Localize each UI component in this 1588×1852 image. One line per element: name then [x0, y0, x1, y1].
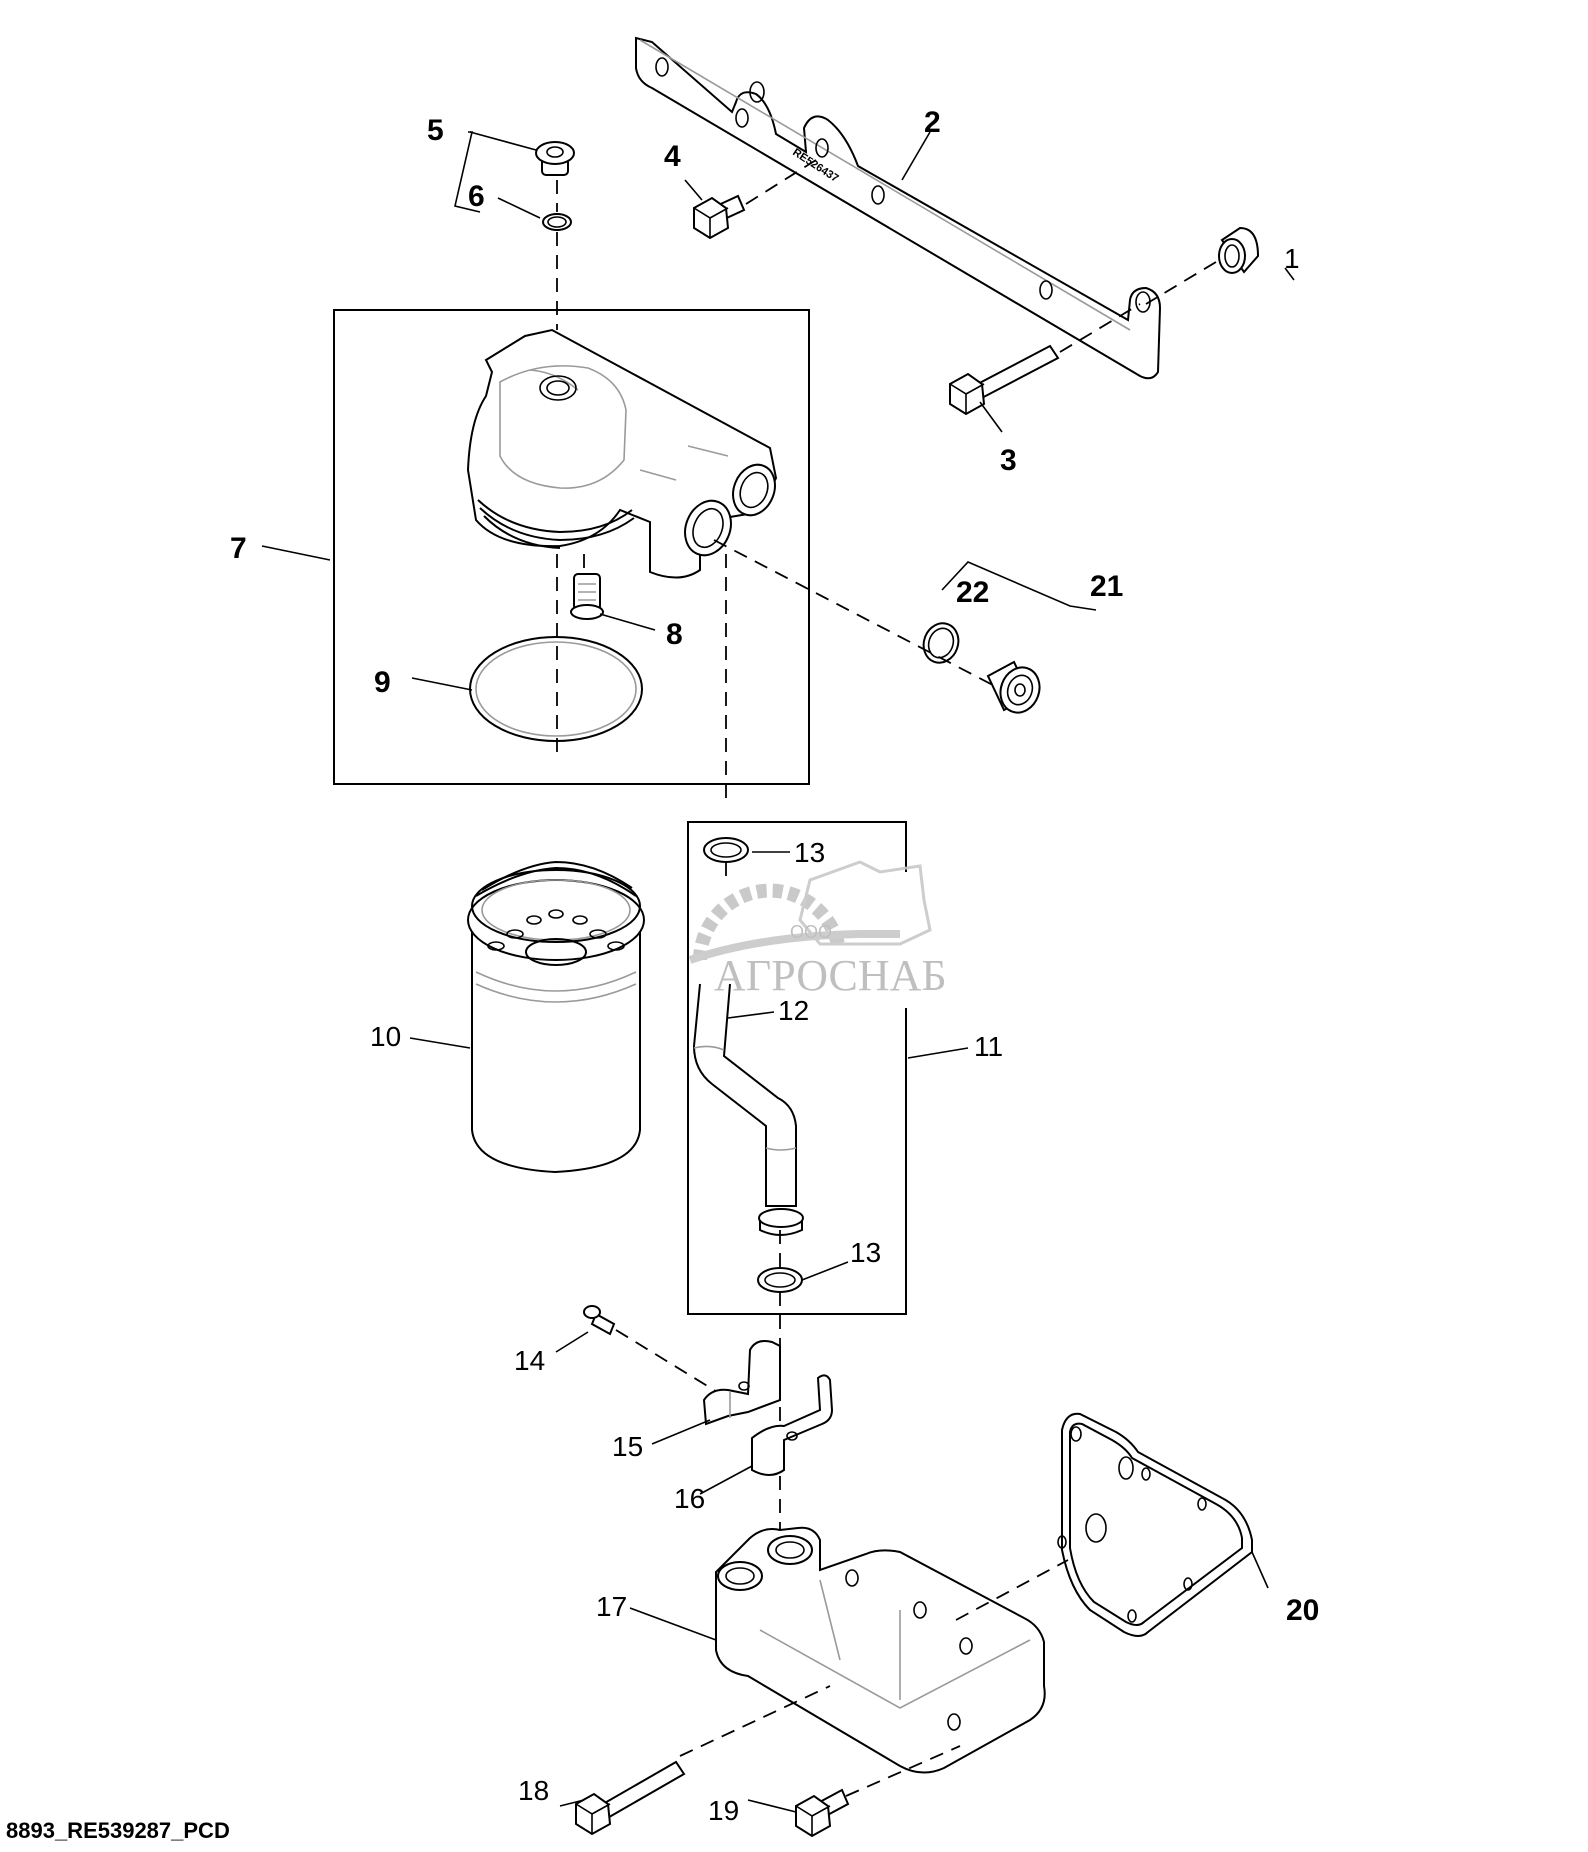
- part-1-spacer[interactable]: [1218, 226, 1260, 274]
- assembly-box-11: [687, 821, 907, 1315]
- part-13-lower-o-ring[interactable]: [757, 1267, 803, 1293]
- callout-22: 22: [956, 576, 989, 609]
- figure-id: 8893_RE539287_PCD: [6, 1818, 230, 1843]
- callout-12: 12: [778, 995, 809, 1026]
- part-8-strainer[interactable]: [570, 573, 604, 620]
- callout-13-lower: 13: [850, 1237, 881, 1268]
- leader-dash-19: [845, 1745, 961, 1797]
- callout-16: 16: [674, 1483, 705, 1514]
- part-6-o-ring[interactable]: [542, 213, 572, 231]
- leader-dash-1: [1145, 261, 1217, 305]
- watermark-prefix: ООО: [790, 922, 832, 942]
- leader-dash-4: [745, 159, 817, 205]
- part-14-screw[interactable]: [583, 1305, 616, 1336]
- callout-13-upper: 13: [794, 837, 825, 868]
- callout-18: 18: [518, 1775, 549, 1806]
- group-bracket-21-22: [941, 561, 1097, 611]
- callout-9: 9: [374, 666, 391, 699]
- assembly-box-7: [333, 309, 810, 785]
- callout-14: 14: [514, 1345, 545, 1376]
- leader-dash-18: [679, 1685, 831, 1757]
- part-12-pipe[interactable]: [692, 983, 804, 1236]
- callout-labels: 1 2 3 4 5 6 7 8 9 10 11 12 13 13 14 15 1…: [230, 106, 1319, 1826]
- part-18-bolt[interactable]: [575, 1760, 686, 1836]
- callout-15: 15: [612, 1431, 643, 1462]
- callout-11: 11: [974, 1031, 1003, 1062]
- callout-1: 1: [1284, 243, 1300, 274]
- part-13-upper-o-ring[interactable]: [703, 837, 749, 863]
- callout-17: 17: [596, 1591, 627, 1622]
- part-19-bolt[interactable]: [795, 1788, 850, 1838]
- part-20-gasket[interactable]: [1057, 1412, 1253, 1637]
- part-17-adapter-housing[interactable]: [715, 1526, 1046, 1774]
- watermark-logo: ООО АГРОСНАБ: [688, 860, 947, 1000]
- axis-dash-pipe-lower: [725, 862, 781, 1560]
- callout-21: 21: [1090, 570, 1123, 603]
- callout-7: 7: [230, 532, 247, 565]
- part-15-clamp[interactable]: [702, 1340, 781, 1426]
- leader-dash-20: [955, 1559, 1069, 1621]
- callout-8: 8: [666, 618, 683, 651]
- part-3-bolt[interactable]: [949, 344, 1060, 416]
- part-22-o-ring[interactable]: [918, 618, 964, 667]
- part-9-seal-ring[interactable]: [469, 636, 643, 742]
- part-7-filter-head[interactable]: [466, 328, 782, 579]
- part-5-plug[interactable]: [535, 141, 575, 176]
- watermark-name: АГРОСНАБ: [714, 951, 947, 1000]
- leader-lines: [261, 131, 1295, 1813]
- part-10-filter-cartridge[interactable]: [467, 860, 645, 1174]
- callout-5: 5: [427, 114, 444, 147]
- callout-4: 4: [664, 140, 681, 173]
- callout-2: 2: [924, 106, 941, 139]
- part-4-bolt[interactable]: [693, 194, 746, 240]
- part-16-clamp[interactable]: [751, 1374, 834, 1476]
- leader-dash-21: [713, 539, 1011, 695]
- leader-dash-3: [1059, 303, 1141, 353]
- callout-6: 6: [468, 180, 485, 213]
- callout-19: 19: [708, 1795, 739, 1826]
- part-21-plug[interactable]: [986, 660, 1046, 718]
- part-2-bracket[interactable]: RE526437: [635, 36, 1162, 380]
- callout-3: 3: [1000, 444, 1017, 477]
- callout-20: 20: [1286, 1594, 1319, 1627]
- callout-10: 10: [370, 1021, 401, 1052]
